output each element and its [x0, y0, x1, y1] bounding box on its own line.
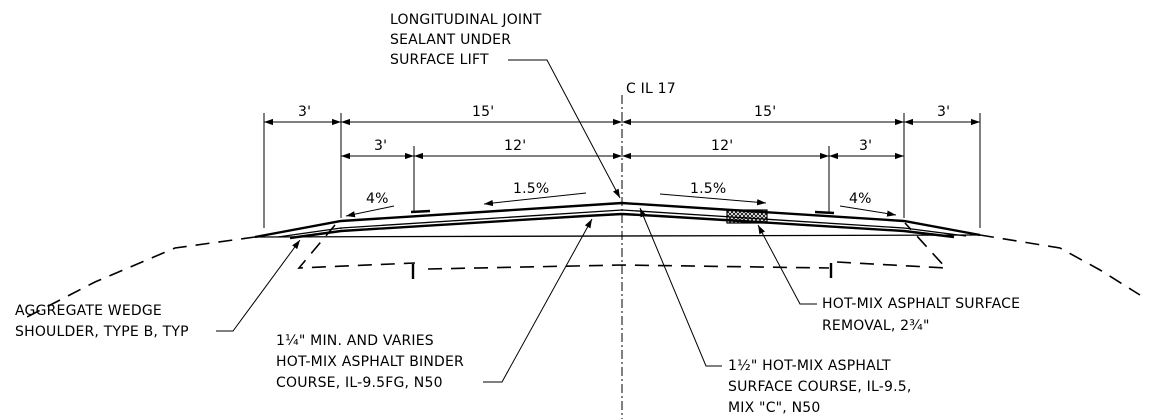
- callout-surface-removal-line1: HOT-MIX ASPHALT SURFACE: [822, 296, 1020, 312]
- callout-aggregate-wedge-line1: AGGREGATE WEDGE: [15, 303, 162, 319]
- slope-left-shoulder: 4%: [366, 191, 389, 207]
- callout-aggregate-wedge: AGGREGATE WEDGE SHOULDER, TYPE B, TYP: [15, 239, 301, 340]
- dim-left-shoulder-outer: 3': [298, 104, 311, 120]
- slope-right-shoulder: 4%: [849, 191, 872, 207]
- dim-right-half: 15': [754, 104, 776, 120]
- slope-arrow-left-lane: [483, 192, 587, 207]
- callout-joint-sealant-line3: SURFACE LIFT: [390, 52, 489, 68]
- extension-lines: [263, 113, 981, 228]
- callout-binder-course-line2: HOT-MIX ASPHALT BINDER: [276, 354, 464, 370]
- dim-right-lane: 12': [711, 138, 733, 154]
- dim-left-lane: 12': [504, 138, 526, 154]
- callout-joint-sealant-line1: LONGITUDINAL JOINT: [390, 12, 542, 28]
- callout-surface-removal: HOT-MIX ASPHALT SURFACE REMOVAL, 2¾": [757, 224, 1020, 334]
- callout-binder-course: 1¼" MIN. AND VARIES HOT-MIX ASPHALT BIND…: [276, 218, 593, 391]
- callout-surface-course-line2: SURFACE COURSE, IL-9.5,: [728, 379, 911, 395]
- slope-arrow-right-shoulder: [839, 205, 897, 217]
- pavement-section: [254, 201, 981, 240]
- dim-left-shoulder-inner: 3': [374, 138, 387, 154]
- surface-removal-hatch: [726, 209, 768, 224]
- dashed-subgrade: [24, 222, 1141, 319]
- slope-left-lane: 1.5%: [513, 181, 549, 197]
- slope-arrow-left-shoulder: [345, 205, 395, 218]
- callout-surface-course-line1: 1½" HOT-MIX ASPHALT: [728, 358, 891, 374]
- dim-right-shoulder-inner: 3': [859, 138, 872, 154]
- centerline-label: C IL 17: [626, 81, 676, 97]
- callout-binder-course-line3: COURSE, IL-9.5FG, N50: [276, 375, 443, 391]
- callout-binder-course-line1: 1¼" MIN. AND VARIES: [276, 333, 434, 349]
- callout-surface-course: 1½" HOT-MIX ASPHALT SURFACE COURSE, IL-9…: [639, 207, 911, 416]
- callout-joint-sealant-line2: SEALANT UNDER: [390, 32, 511, 48]
- callout-surface-course-line3: MIX "C", N50: [728, 400, 821, 416]
- callout-joint-sealant: LONGITUDINAL JOINT SEALANT UNDER SURFACE…: [390, 12, 621, 199]
- slope-arrow-right-lane: [659, 193, 767, 206]
- callout-surface-removal-line2: REMOVAL, 2¾": [822, 318, 930, 334]
- slope-right-lane: 1.5%: [690, 181, 726, 197]
- dim-left-half: 15': [472, 104, 494, 120]
- dim-right-shoulder-outer: 3': [937, 104, 950, 120]
- callout-aggregate-wedge-line2: SHOULDER, TYPE B, TYP: [15, 324, 189, 340]
